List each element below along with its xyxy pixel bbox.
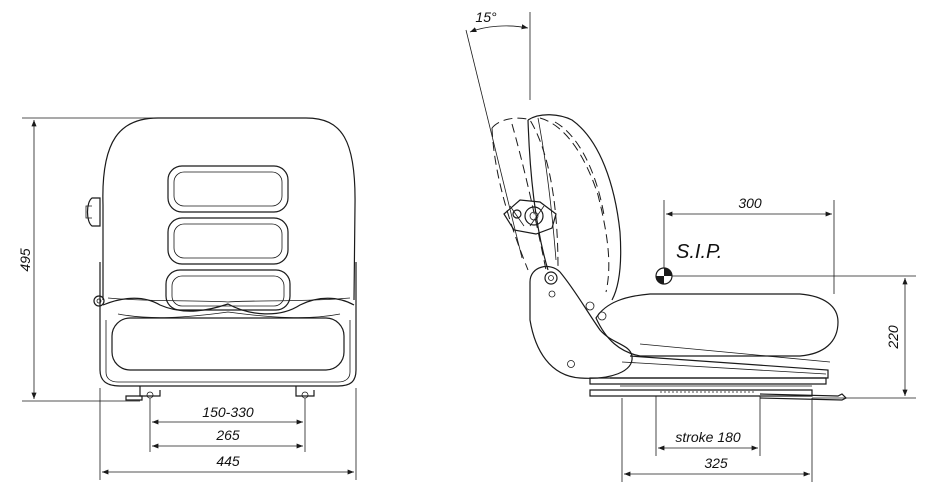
depth-label: 300 <box>738 195 762 211</box>
base-length-dimension: 325 <box>621 398 813 482</box>
sip-height-dimension: 220 <box>672 275 916 399</box>
height-dimension: 495 <box>17 117 158 402</box>
stroke-label: stroke 180 <box>675 429 741 445</box>
sip-label: S.I.P. <box>676 241 722 263</box>
front-view: 495 150-330 265 445 <box>17 117 357 480</box>
overall-width-label: 445 <box>216 453 240 469</box>
overall-width-dimension: 445 <box>99 388 357 480</box>
tilt-angle-label: 15° <box>475 9 497 25</box>
reclined-backrest-outline <box>465 29 610 293</box>
stroke-dimension: stroke 180 <box>655 396 761 456</box>
front-seat-outline <box>99 117 357 399</box>
sip-marker: S.I.P. <box>655 241 722 285</box>
height-dimension-label: 495 <box>17 248 33 272</box>
tilt-angle-dimension: 15° <box>469 9 531 100</box>
seat-cushion-outline <box>595 293 839 379</box>
recline-mechanism-icon <box>503 199 557 235</box>
rail-width-dimension: 265 <box>152 427 303 449</box>
adjust-range-dimension: 150-330 <box>149 398 306 452</box>
hinge-bracket-outline <box>529 265 633 379</box>
base-length-label: 325 <box>704 455 728 471</box>
depth-dimension: 300 <box>663 195 835 294</box>
side-lever-icon <box>93 295 105 307</box>
side-view: 15° <box>465 9 916 482</box>
adjust-range-label: 150-330 <box>202 404 254 420</box>
slide-handle-icon <box>125 395 143 401</box>
upright-backrest-outline <box>527 114 622 301</box>
backrest-adjust-knob-icon <box>85 197 101 227</box>
sip-height-label: 220 <box>885 325 901 350</box>
rail-width-label: 265 <box>215 427 240 443</box>
slide-rail-outline <box>589 377 848 401</box>
